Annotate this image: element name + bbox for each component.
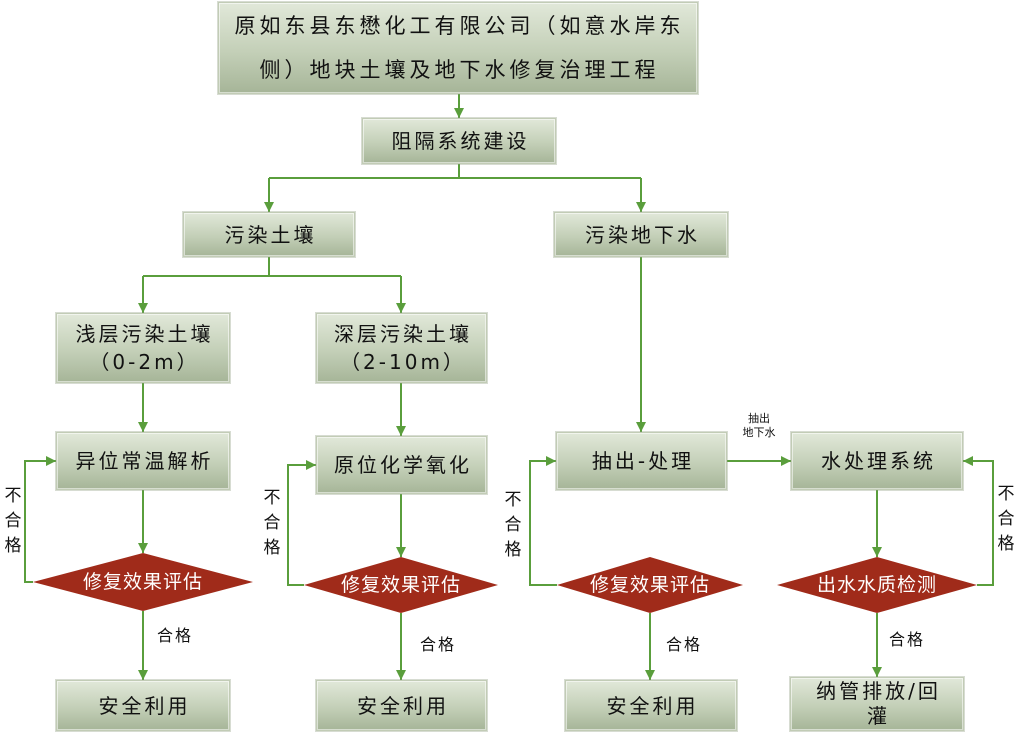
decision-label-col2: 修复效果评估	[340, 574, 461, 596]
deep-soil-line-1: 深层污染土壤	[334, 322, 472, 346]
process-label-col1: 异位常温解析	[75, 449, 214, 473]
pass-label-col3: 合格	[665, 635, 702, 654]
process-box-col4: 水处理系统	[791, 432, 963, 490]
process-label-col3: 抽出-处理	[591, 449, 695, 473]
project-title-line-2: 侧）地块土壤及地下水修复治理工程	[259, 58, 660, 82]
result-box-col2: 安全利用	[316, 680, 487, 731]
decision-label-col1: 修复效果评估	[82, 571, 203, 593]
process-label-col2: 原位化学氧化	[334, 453, 472, 477]
shallow-soil-box: 浅层污染土壤 （0-2m）	[56, 313, 230, 383]
fail-label-col2: 不合格	[263, 488, 281, 558]
fail-label-col3: 不合格	[504, 490, 522, 560]
result-label-col3: 安全利用	[606, 693, 699, 718]
result-label-col4-line-1: 纳管排放/回	[816, 679, 941, 703]
decision-diamond-col3	[557, 557, 743, 613]
contaminated-soil-box: 污染土壤	[183, 212, 355, 257]
decision-label-col4: 出水水质检测	[816, 574, 937, 596]
contaminated-soil-label: 污染土壤	[224, 222, 317, 247]
extraction-label-line-2: 地下水	[742, 426, 776, 439]
deep-soil-line-2: （2-10m）	[340, 350, 466, 374]
contaminated-groundwater-label: 污染地下水	[585, 222, 700, 247]
result-box-col4: 纳管排放/回 灌	[790, 677, 964, 731]
pass-label-col1: 合格	[156, 626, 193, 645]
extraction-label-line-1: 抽出	[748, 412, 770, 425]
result-label-col2: 安全利用	[357, 693, 449, 718]
pass-label-col2: 合格	[419, 635, 456, 654]
project-title-line-1: 原如东县东懋化工有限公司（如意水岸东	[234, 14, 685, 38]
decision-diamond-col1	[33, 553, 253, 611]
arrow-fail-loop-col3	[529, 456, 557, 586]
process-box-col1: 异位常温解析	[56, 432, 230, 490]
arrow-fail-loop-col4	[963, 456, 994, 586]
groundwater-extraction-label: 抽出 地下水	[735, 412, 783, 440]
barrier-system-label: 阻隔系统建设	[391, 129, 530, 153]
deep-soil-box: 深层污染土壤 （2-10m）	[316, 313, 487, 383]
result-label-col4-line-2: 灌	[867, 704, 890, 728]
barrier-system-box: 阻隔系统建设	[362, 118, 556, 164]
result-box-col3: 安全利用	[565, 680, 737, 731]
arrow-fail-loop-col1	[24, 456, 56, 583]
decision-label-col3: 修复效果评估	[589, 574, 710, 596]
process-box-col3: 抽出-处理	[556, 432, 727, 490]
contaminated-groundwater-box: 污染地下水	[554, 212, 728, 257]
fail-label-col1: 不合格	[4, 486, 22, 556]
shallow-soil-line-2: （0-2m）	[89, 350, 200, 374]
arrow-fail-loop-col2	[287, 460, 316, 586]
fail-label-col4: 不合格	[997, 484, 1015, 554]
result-box-col1: 安全利用	[56, 680, 230, 731]
project-title-box: 原如东县东懋化工有限公司（如意水岸东 侧）地块土壤及地下水修复治理工程	[218, 2, 698, 94]
process-label-col4: 水处理系统	[821, 449, 936, 473]
process-box-col2: 原位化学氧化	[316, 436, 487, 494]
decision-diamond-col2	[304, 557, 498, 613]
decision-diamond-col4	[777, 557, 977, 613]
pass-label-col4: 合格	[888, 630, 925, 649]
shallow-soil-line-1: 浅层污染土壤	[75, 322, 214, 346]
result-label-col1: 安全利用	[98, 693, 191, 718]
